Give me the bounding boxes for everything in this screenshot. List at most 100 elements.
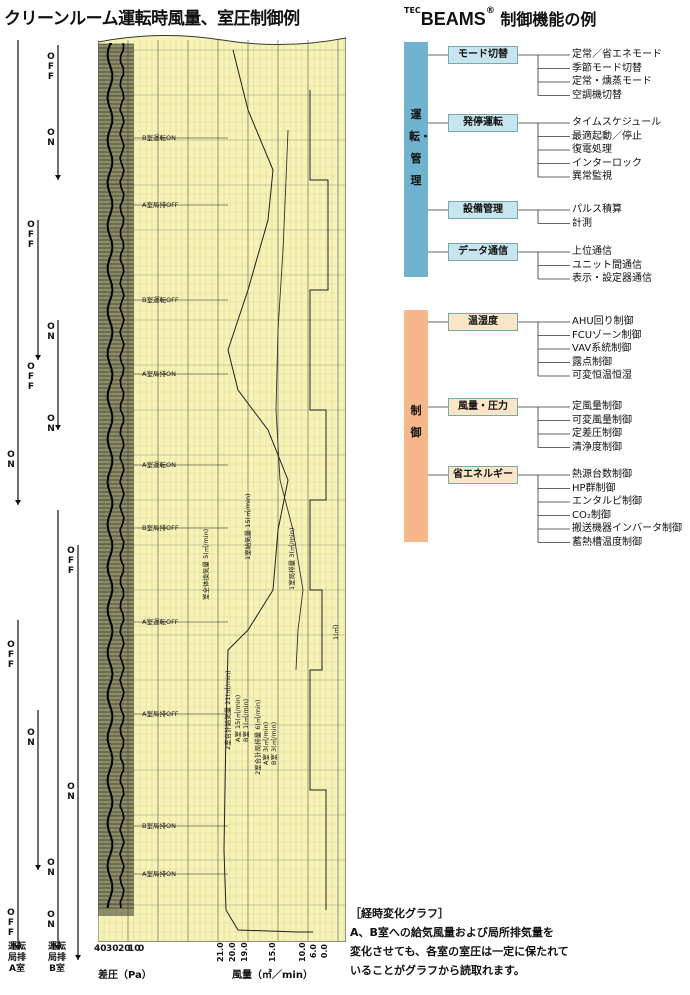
function-item: FCUゾーン制御: [572, 329, 642, 341]
chart-annotation: A室 15(㎥/min): [233, 695, 242, 742]
chart-annotation: 2室合計給気量 21(㎥/min): [223, 671, 232, 751]
chart-annotation: 室全体換気量 5(㎥/min): [201, 529, 210, 600]
function-item: 清浄度制御: [572, 441, 622, 453]
chart-annotation: A室 3(㎥/min): [261, 722, 270, 765]
chart-event-label: B室運転ON: [142, 133, 176, 142]
function-item: 季節モード切替: [572, 62, 642, 74]
function-item: 最適起動／停止: [572, 130, 642, 142]
note-heading: ［経時変化グラフ］: [350, 907, 449, 920]
state-label: OFF: [47, 52, 55, 82]
function-item: 空調機切替: [572, 89, 622, 101]
function-item: VAV系統制御: [572, 343, 632, 354]
state-label: ON: [7, 450, 15, 470]
right-title-rest: 制御機能の例: [494, 10, 597, 29]
state-arrow: [75, 545, 81, 960]
chart-annotation: 1室給気量 15(㎥/min): [243, 494, 252, 561]
right-title-main: BEAMS: [420, 9, 486, 29]
flow-tick: 0.0: [320, 944, 329, 959]
note-line-2: 変化させても、各室の室圧は一定に保たれて: [350, 945, 569, 958]
group-title-box: 設備管理: [448, 201, 518, 219]
function-item: 露点制御: [572, 356, 612, 368]
chart-event-label: A室局排ON: [142, 369, 176, 378]
function-item: インターロック: [572, 157, 642, 169]
chart-event-label: A室運転ON: [142, 460, 176, 469]
function-item: 熱源台数制御: [572, 469, 632, 480]
chart-event-label: B室局排OFF: [142, 523, 179, 532]
flow-tick: 19.0: [240, 942, 249, 962]
function-item: 異常監視: [572, 171, 612, 182]
function-item: ユニット間通信: [572, 259, 642, 271]
note-line-1: A、B室への給気風量および局所排気量を: [350, 926, 554, 939]
function-item: 定差圧制御: [572, 428, 622, 439]
state-arrow: [35, 710, 41, 870]
state-label: ON: [27, 728, 35, 748]
chart-annotation: 1室局排量 3(㎥/min): [287, 528, 296, 590]
left-title: クリーンルーム運転時風量、室圧制御例: [4, 9, 300, 29]
state-arrow: [55, 320, 61, 430]
graph-note: ［経時変化グラフ］ A、B室への給気風量および局所排気量を 変化させても、各室の…: [350, 904, 569, 980]
pressure-tick: 0: [138, 944, 145, 954]
state-label: ON: [47, 128, 55, 148]
chart-event-label: B室局排ON: [142, 821, 176, 830]
function-item: CO₂制御: [572, 509, 611, 521]
chart-annotation: 1(㎥): [331, 624, 340, 640]
flow-axis-label: 風量（㎥／min）: [232, 970, 313, 981]
function-item: 表示・設定器通信: [572, 273, 652, 284]
chart-annotation: B室 1(㎥/min): [241, 699, 250, 742]
category-management: [404, 42, 428, 277]
function-item: AHU回り制御: [572, 316, 634, 327]
right-title-reg: ®: [485, 6, 495, 16]
chart-annotation: B室 3(㎥/min): [269, 722, 278, 765]
function-item: 可変風量制御: [572, 414, 632, 426]
function-item: 定常・燻蒸モード: [572, 76, 652, 87]
group-title-box: 温湿度: [448, 313, 518, 331]
exhaust-step-trace: [309, 90, 329, 910]
state-label: OFF: [7, 640, 15, 670]
function-item: 上位通信: [572, 246, 612, 257]
pressure-trace-b: [119, 43, 125, 909]
state-arrows: [15, 40, 81, 960]
chart-event-label: A室局排ON: [142, 869, 176, 878]
state-arrow: [55, 510, 61, 950]
chart-event-label: A室運転OFF: [142, 617, 179, 626]
state-label: ON: [47, 858, 55, 878]
flow-tick: 21.0: [216, 942, 225, 962]
right-title-sup: TEC: [404, 6, 421, 15]
pressure-trace-a: [106, 43, 114, 909]
pressure-tick: 20: [118, 944, 131, 954]
flow-trace-total: [223, 49, 313, 933]
group-title-box: モード切替: [448, 46, 518, 64]
group-title-box: データ通信: [448, 243, 518, 261]
function-item: エンタルピ制御: [572, 496, 642, 507]
function-item: タイムスケジュール: [572, 117, 662, 128]
state-arrow: [35, 220, 41, 360]
function-item: 定風量制御: [572, 401, 622, 412]
function-item: 計測: [572, 217, 592, 229]
category-label-control: 制御: [410, 404, 422, 439]
state-label: ON: [47, 414, 55, 434]
function-item: HP群制御: [572, 482, 616, 494]
group-title-box: 省エネルギー: [448, 466, 518, 484]
state-arrow: [15, 40, 21, 505]
chart-annotation: 2室合計局排量 6(㎥/min): [253, 700, 262, 775]
flow-tick: 15.0: [268, 942, 277, 962]
state-label: OFF: [27, 220, 35, 250]
category-label-management: 運転・管理: [409, 108, 431, 187]
flow-tick: 6.0: [309, 944, 318, 959]
row-label-b-room: 運転 局排 B室: [47, 942, 66, 974]
note-line-3: いることがグラフから読取れます。: [350, 964, 525, 977]
state-label: ON: [47, 322, 55, 342]
chart-event-label: A室局排OFF: [142, 709, 179, 718]
recorder-chart: B室運転ONA室局排OFFB室運転OFFA室局排ONA室運転ONB室局排OFFA…: [98, 34, 346, 942]
function-item: 定常／省エネモード: [572, 49, 662, 60]
flow-trace-supply: [275, 129, 304, 671]
function-item: パルス積算: [572, 204, 622, 215]
flow-tick: 10.0: [298, 942, 307, 962]
pressure-tick: 30: [106, 944, 119, 954]
pressure-tick: 10: [128, 944, 141, 954]
right-title: TECBEAMS® 制御機能の例: [404, 6, 596, 30]
pressure-tick: 40: [94, 944, 107, 954]
pressure-axis-label: 差圧（Pa）: [98, 970, 152, 981]
function-item: 蓄熱槽温度制御: [572, 536, 642, 548]
group-title-box: 発停運転: [448, 114, 518, 132]
